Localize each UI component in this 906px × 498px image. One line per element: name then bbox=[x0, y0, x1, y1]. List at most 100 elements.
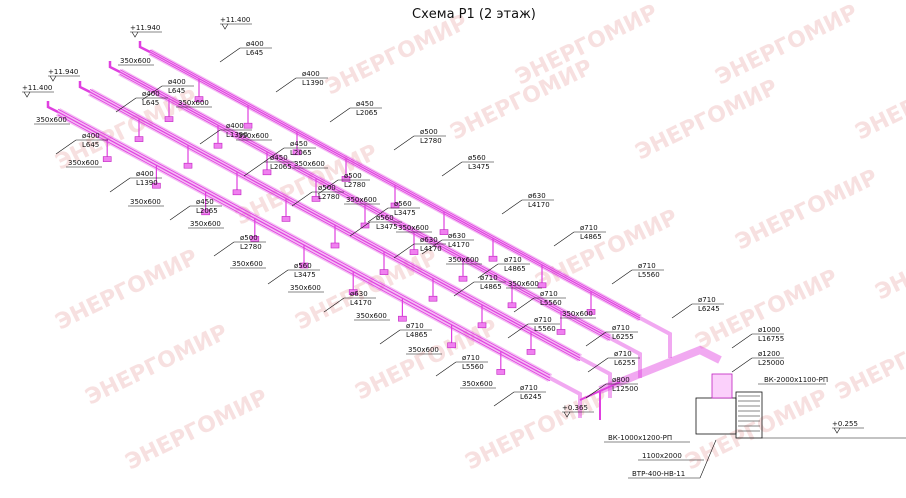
duct-length-label: L6255 bbox=[614, 359, 636, 367]
duct-diameter-label: ø1000 bbox=[758, 326, 780, 334]
watermark-text: ЭНЕРГОМИР bbox=[532, 205, 682, 295]
duct-endcap bbox=[138, 41, 151, 54]
duct-endcap bbox=[108, 61, 121, 74]
duct-label-leader bbox=[169, 205, 191, 221]
duct-diameter-label: ø710 bbox=[540, 290, 558, 298]
grille bbox=[428, 295, 438, 302]
duct-diameter-label: ø710 bbox=[504, 256, 522, 264]
watermark-text: ЭНЕРГОМИР bbox=[872, 215, 906, 305]
duct-collector-edge bbox=[579, 381, 621, 420]
duct-label-leader bbox=[109, 177, 131, 193]
grille-size-label: 350х600 bbox=[130, 198, 161, 206]
duct-diameter-label: ø400 bbox=[168, 78, 186, 86]
grille bbox=[243, 122, 253, 129]
grille bbox=[311, 196, 321, 202]
duct-length-label: L645 bbox=[142, 99, 159, 107]
grille bbox=[398, 315, 407, 322]
grille bbox=[348, 289, 358, 295]
grille-size-label: 350х600 bbox=[398, 224, 429, 232]
air-unit-section bbox=[735, 391, 763, 439]
duct-label-leader bbox=[263, 147, 285, 163]
duct-diameter-label: ø400 bbox=[136, 170, 154, 178]
duct-length-label: L6245 bbox=[698, 305, 720, 313]
duct-riser bbox=[639, 316, 672, 358]
duct-diameter-label: ø630 bbox=[448, 232, 466, 240]
duct-diameter-label: ø400 bbox=[226, 122, 244, 130]
air-unit-inlet bbox=[711, 373, 733, 399]
duct-label-leader bbox=[585, 383, 607, 399]
duct-diameter-label: ø400 bbox=[82, 132, 100, 140]
level-mark: +0.255 bbox=[832, 420, 858, 428]
duct-label-leader bbox=[587, 357, 609, 373]
watermark-text: ЭНЕРГОМИР bbox=[712, 0, 862, 90]
duct-length-label: L3475 bbox=[394, 209, 416, 217]
duct-length-label: L3475 bbox=[294, 271, 316, 279]
duct-length-label: L2780 bbox=[240, 243, 262, 251]
duct-diameter-label: ø400 bbox=[246, 40, 264, 48]
grille-size-label: 350х600 bbox=[232, 260, 263, 268]
duct-length-label: L5560 bbox=[638, 271, 660, 279]
duct-diameter-label: ø560 bbox=[468, 154, 486, 162]
duct-diameter-label: ø500 bbox=[344, 172, 362, 180]
duct-diameter-label: ø500 bbox=[318, 184, 336, 192]
level-mark-triangle bbox=[49, 75, 57, 82]
duct-diameter-label: ø450 bbox=[356, 100, 374, 108]
grille-size-label: 350х600 bbox=[178, 99, 209, 107]
duct-label-leader bbox=[477, 263, 499, 279]
level-mark: +11.940 bbox=[48, 68, 78, 76]
grille bbox=[341, 176, 351, 182]
duct-label-leader bbox=[513, 297, 535, 313]
duct-label-leader bbox=[379, 329, 401, 345]
duct-diameter-label: ø710 bbox=[614, 350, 632, 358]
grille bbox=[526, 349, 536, 355]
grille bbox=[556, 329, 566, 335]
level-mark-triangle bbox=[23, 91, 31, 98]
grille bbox=[488, 255, 498, 262]
duct-label-leader bbox=[421, 239, 443, 255]
duct-label-leader bbox=[393, 243, 415, 259]
duct-label-leader bbox=[275, 77, 297, 93]
grille bbox=[281, 216, 291, 222]
duct-length-label: L4865 bbox=[580, 233, 602, 241]
duct-label-leader bbox=[493, 391, 515, 407]
duct-riser bbox=[579, 356, 612, 398]
duct-label-leader bbox=[731, 357, 753, 373]
duct-label-leader bbox=[349, 221, 371, 237]
duct-run-edge bbox=[119, 69, 611, 337]
duct-layer bbox=[46, 41, 906, 439]
grille-size-label: 350х600 bbox=[36, 116, 67, 124]
duct-collector bbox=[598, 345, 722, 394]
duct-label-leader bbox=[317, 179, 339, 195]
grille-size-label: 350х600 bbox=[356, 312, 387, 320]
grille bbox=[496, 369, 506, 375]
duct-run-edge bbox=[89, 89, 581, 356]
grille-size-label: 350х600 bbox=[290, 284, 321, 292]
duct-diameter-label: ø500 bbox=[240, 234, 258, 242]
grille-size-label: 350х600 bbox=[562, 310, 593, 318]
duct-length-label: L1390 bbox=[226, 131, 248, 139]
duct-label-leader bbox=[507, 323, 529, 339]
duct-diameter-label: ø710 bbox=[580, 224, 598, 232]
duct-diameter-label: ø710 bbox=[534, 316, 552, 324]
watermark-text: ЭНЕРГОМИР bbox=[52, 245, 202, 335]
duct-label-leader bbox=[553, 231, 575, 247]
duct-length-label: L2065 bbox=[270, 163, 292, 171]
duct-length-label: L2780 bbox=[420, 137, 442, 145]
duct-length-label: L2065 bbox=[356, 109, 378, 117]
level-mark: +0.365 bbox=[562, 404, 588, 412]
duct-length-label: L4865 bbox=[480, 283, 502, 291]
duct-run-edge bbox=[57, 108, 551, 376]
grille bbox=[102, 156, 112, 162]
duct-riser bbox=[609, 336, 642, 378]
duct-length-label: L645 bbox=[246, 49, 263, 57]
duct-diameter-label: ø450 bbox=[290, 140, 308, 148]
duct-riser bbox=[549, 376, 582, 418]
duct-length-label: L5560 bbox=[462, 363, 484, 371]
grille bbox=[134, 136, 144, 142]
grille-size-label: 350х600 bbox=[294, 160, 325, 168]
duct-diameter-label: ø500 bbox=[420, 128, 438, 136]
duct-label-leader bbox=[115, 97, 137, 113]
duct-endcap bbox=[78, 81, 91, 94]
duct-diameter-label: ø450 bbox=[196, 198, 214, 206]
grille bbox=[262, 169, 272, 176]
